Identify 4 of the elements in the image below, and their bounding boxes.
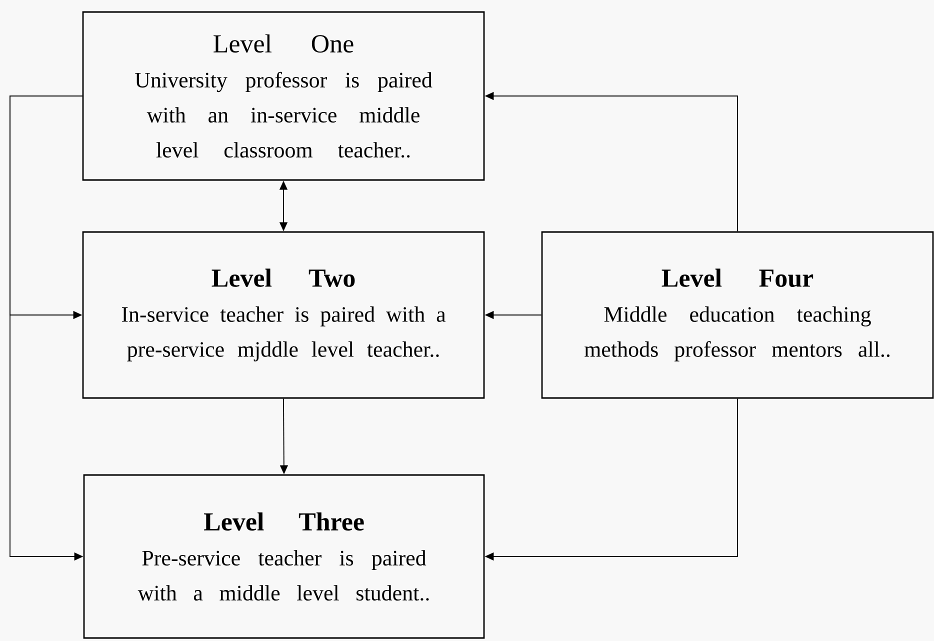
level-box: Level Four Middle education teaching methods professor mentors all.. xyxy=(541,231,934,399)
level-box: Level Three Pre-service teacher is paired with a middle level student.. xyxy=(83,474,485,639)
level-box: Level One University professor is paired with an in-service middle level classroom teacher.. xyxy=(82,11,485,181)
level-box: Level Two In-service teacher is paired with a pre-service mjddle level teacher.. xyxy=(82,231,485,399)
